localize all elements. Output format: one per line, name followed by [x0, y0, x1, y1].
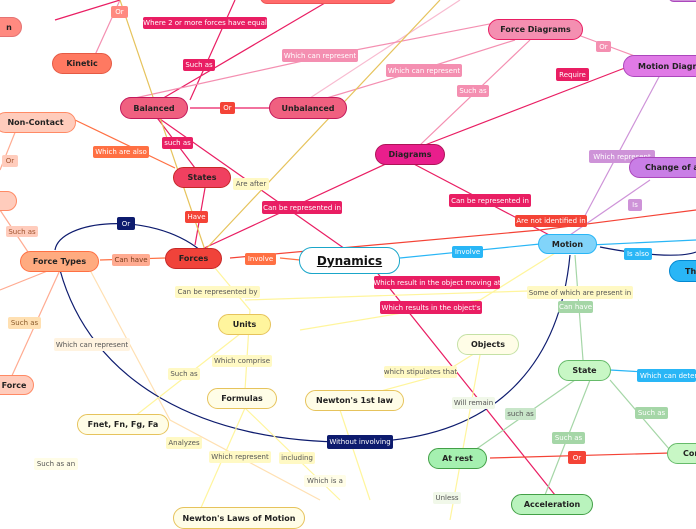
involve-label-1: Involve [452, 246, 483, 258]
dynamics-title-node[interactable]: Dynamics [299, 247, 400, 274]
which-result-in-label: Which result in the object moving at [373, 276, 501, 289]
right-the-cut-node[interactable]: The [669, 260, 696, 282]
left-mid-cut-node[interactable] [0, 191, 17, 211]
top-right-cut-node[interactable] [668, 0, 696, 2]
objects-node[interactable]: Objects [457, 334, 519, 355]
states-node[interactable]: States [173, 167, 231, 188]
will-remain-label: Will remain [452, 397, 495, 409]
or-dark-label: Or [117, 217, 135, 230]
balanced-node[interactable]: Balanced [120, 97, 188, 119]
acceleration-node[interactable]: Acceleration [511, 494, 593, 515]
can-be-represented-by-label: Can be represented by [175, 286, 260, 298]
which-are-also-label: Which are also [93, 146, 149, 158]
can-be-represented-in-label-1: Can be represented in [262, 201, 342, 214]
such-as-acc-label: Such as [552, 432, 585, 444]
which-results-in-label: Which results in the object's [380, 301, 482, 314]
have-label: Have [185, 211, 208, 223]
can-have-label-2: Can have [558, 301, 593, 313]
which-comprise-label: Which comprise [212, 355, 272, 367]
or-label-fd: Or [596, 41, 611, 52]
or-rest-label: Or [568, 451, 586, 464]
analyzes-label: Analyzes [166, 437, 202, 449]
such-as-units-label: Such as [168, 368, 200, 380]
newtons-laws-node[interactable]: Newton's Laws of Motion [173, 507, 305, 529]
require-label: Require [556, 68, 589, 81]
such-as-right-label: Such as [635, 407, 668, 419]
kinetic-node[interactable]: Kinetic [52, 53, 112, 74]
which-stipulates-that-label: which stipulates that [383, 366, 458, 378]
such-as-left-label: Such as [6, 226, 38, 237]
are-not-identified-in-label: Are not identified in [515, 215, 587, 227]
formulas-node[interactable]: Formulas [207, 388, 277, 409]
involve-label-2: Involve [245, 253, 276, 265]
left-top-cut-node[interactable]: n [0, 17, 22, 37]
which-represent-laws-label: Which represent [209, 451, 271, 463]
such-as-far-left-label: Such as [8, 317, 41, 329]
at-rest-node[interactable]: At rest [428, 448, 487, 469]
diagrams-node[interactable]: Diagrams [375, 144, 445, 165]
which-can-represent-label-3: Which can represent [54, 338, 130, 351]
which-can-determine-label: Which can determ [637, 369, 696, 382]
forces-node[interactable]: Forces [165, 248, 222, 269]
such-as-label-1: Such as [183, 59, 215, 71]
is-label: Is [628, 199, 642, 211]
force-diagrams-node[interactable]: Force Diagrams [488, 19, 583, 40]
force-types-node[interactable]: Force Types [20, 251, 99, 272]
such-as-label-2: Such as [457, 85, 489, 97]
newtons-1st-law-node[interactable]: Newton's 1st law [305, 390, 404, 411]
left-force-cut-node[interactable]: Force [0, 375, 34, 395]
non-contact-node[interactable]: Non-Contact [0, 112, 76, 133]
can-be-represented-in-label-2: Can be represented in [449, 194, 531, 207]
units-node[interactable]: Units [218, 314, 271, 335]
can-have-label-1: Can have [112, 254, 150, 266]
top-cut-node[interactable] [260, 0, 396, 4]
which-can-represent-label-2: Which can represent [386, 64, 462, 77]
or-label-left: Or [2, 155, 18, 167]
where-2-label: Where 2 or more forces have equal [143, 17, 267, 29]
which-is-a-label: Which is a [304, 475, 346, 487]
such-as-states-label: such as [162, 137, 193, 149]
is-also-label: Is also [624, 248, 652, 260]
such-as-state-label: such as [505, 408, 536, 420]
change-of-node[interactable]: Change of an [629, 157, 696, 178]
right-con-cut-node[interactable]: Con [667, 443, 696, 464]
fnet-node[interactable]: Fnet, Fn, Fg, Fa [77, 414, 169, 435]
unbalanced-node[interactable]: Unbalanced [269, 97, 347, 119]
state-node[interactable]: State [558, 360, 611, 381]
including-label: including [279, 452, 315, 464]
which-can-represent-label-1: Which can represent [282, 49, 358, 62]
motion-diagrams-node[interactable]: Motion Diagra [623, 55, 696, 77]
or-label-balanced: Or [220, 102, 235, 114]
some-of-which-label: Some of which are present in [527, 286, 633, 299]
unless-label: Unless [433, 492, 461, 504]
motion-node[interactable]: Motion [538, 234, 597, 254]
are-after-label: Are after [233, 178, 269, 190]
such-as-an-label: Such as an [34, 458, 78, 470]
without-involving-label: Without involving [327, 435, 393, 449]
or-label-top: Or [111, 6, 128, 18]
